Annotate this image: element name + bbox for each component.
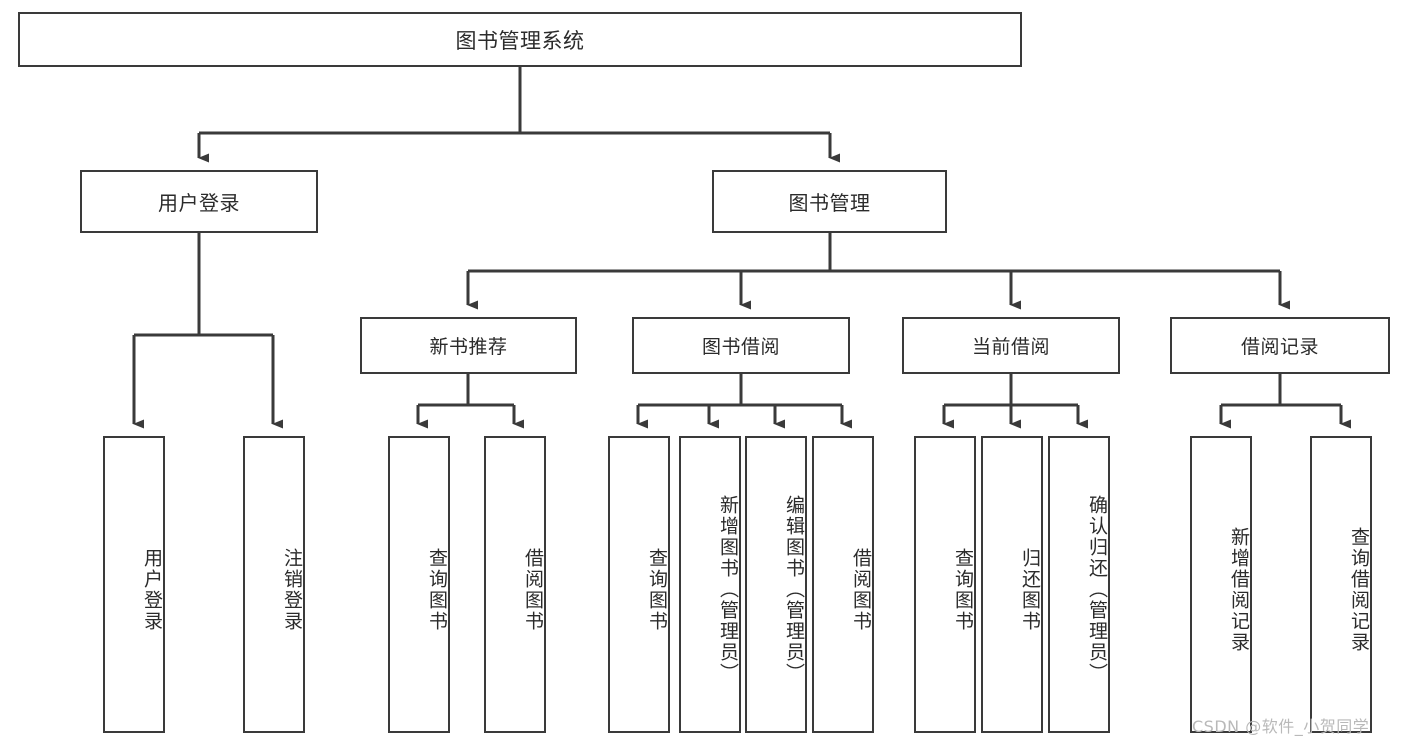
node-label: 图书管理	[788, 191, 871, 215]
node-label: 新书推荐	[429, 336, 508, 358]
node-label: 借阅图书	[522, 547, 544, 632]
leaf-add-borrow-record[interactable]: 新增借阅记录	[1190, 436, 1252, 733]
leaf-user-login[interactable]: 用户登录	[103, 436, 165, 733]
node-label: 注销登录	[281, 547, 303, 632]
node-label: 编辑图书（管理员）	[783, 495, 805, 684]
node-user-login[interactable]: 用户登录	[80, 170, 318, 233]
leaf-query-books-recommend[interactable]: 查询图书	[388, 436, 450, 733]
node-label: 新增图书（管理员）	[717, 495, 739, 684]
node-book-borrowing[interactable]: 图书借阅	[632, 317, 850, 374]
node-label: 图书管理系统	[455, 28, 585, 53]
node-label: 查询图书	[952, 547, 974, 632]
node-root-book-management-system[interactable]: 图书管理系统	[18, 12, 1022, 67]
leaf-logout[interactable]: 注销登录	[243, 436, 305, 733]
leaf-query-books-borrowing[interactable]: 查询图书	[608, 436, 670, 733]
node-new-book-recommendation[interactable]: 新书推荐	[360, 317, 577, 374]
node-label: 确认归还（管理员）	[1086, 495, 1108, 684]
node-label: 借阅图书	[850, 547, 872, 632]
node-label: 借阅记录	[1240, 336, 1319, 358]
leaf-query-borrow-record[interactable]: 查询借阅记录	[1310, 436, 1372, 733]
leaf-query-books-current[interactable]: 查询图书	[914, 436, 976, 733]
node-label: 查询图书	[646, 547, 668, 632]
node-label: 归还图书	[1019, 547, 1041, 632]
leaf-borrow-books-borrowing[interactable]: 借阅图书	[812, 436, 874, 733]
node-label: 用户登录	[158, 191, 240, 215]
node-label: 当前借阅	[971, 336, 1050, 358]
leaf-add-book-admin[interactable]: 新增图书（管理员）	[679, 436, 741, 733]
node-current-borrowing[interactable]: 当前借阅	[902, 317, 1120, 374]
node-label: 用户登录	[141, 547, 163, 632]
node-label: 新增借阅记录	[1228, 526, 1250, 653]
node-borrow-records[interactable]: 借阅记录	[1170, 317, 1390, 374]
node-label: 查询图书	[426, 547, 448, 632]
leaf-borrow-books-recommend[interactable]: 借阅图书	[484, 436, 546, 733]
leaf-confirm-return-admin[interactable]: 确认归还（管理员）	[1048, 436, 1110, 733]
leaf-return-books[interactable]: 归还图书	[981, 436, 1043, 733]
node-book-management[interactable]: 图书管理	[712, 170, 947, 233]
node-label: 查询借阅记录	[1348, 526, 1370, 653]
leaf-edit-book-admin[interactable]: 编辑图书（管理员）	[745, 436, 807, 733]
node-label: 图书借阅	[701, 336, 780, 358]
